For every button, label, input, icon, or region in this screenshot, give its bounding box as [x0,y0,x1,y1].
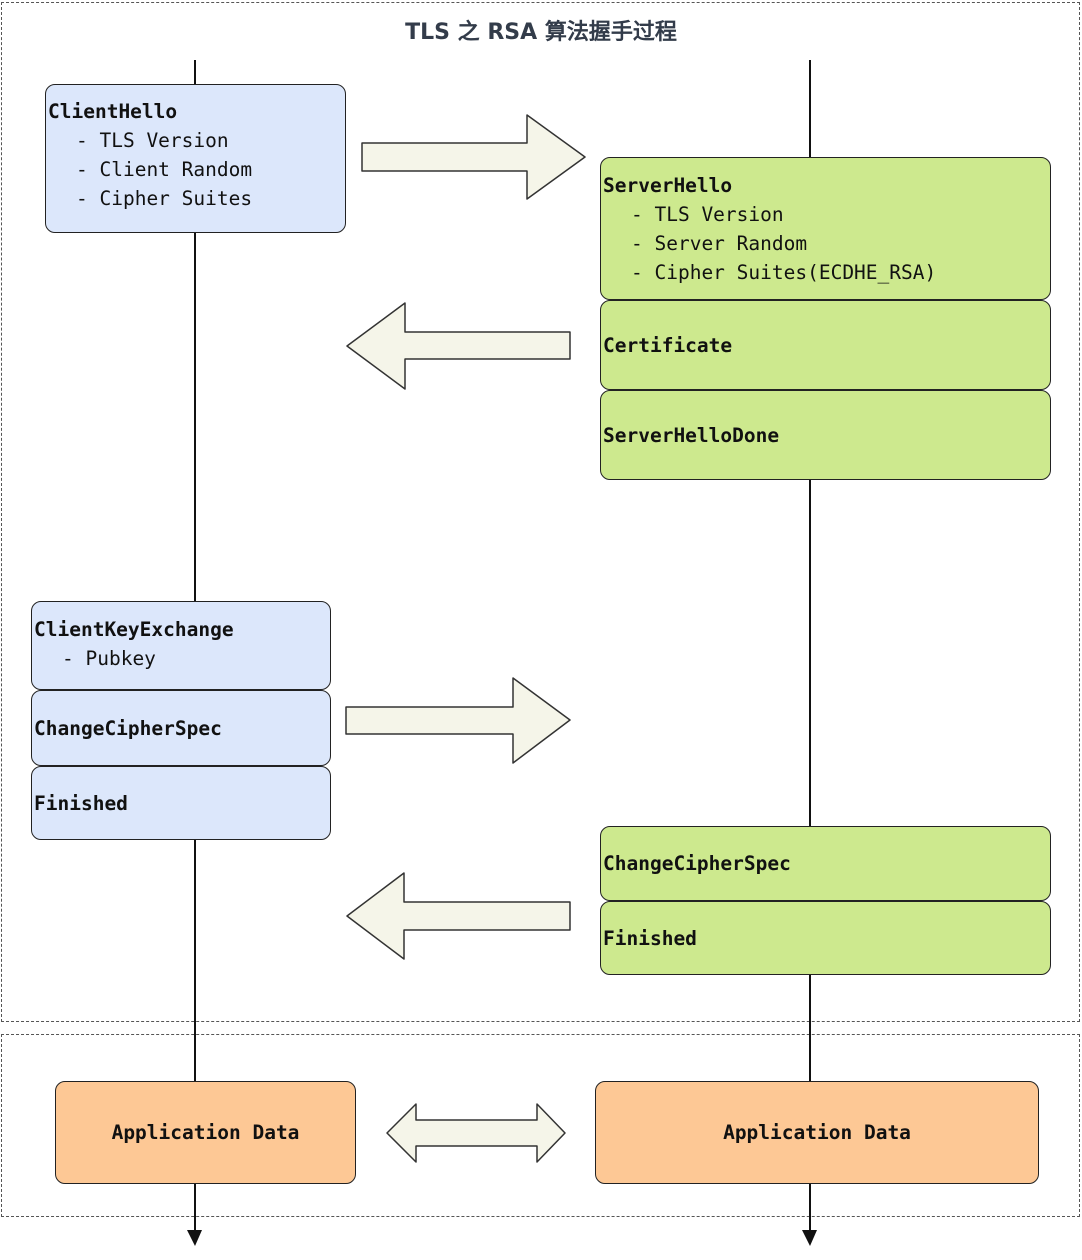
server-hello-box: ServerHello - TLS Version - Server Rando… [600,157,1051,300]
server-lifeline-arrowhead [802,1230,817,1246]
server-hello-done-box: ServerHelloDone [600,390,1051,480]
server-finished-label: Finished [603,926,697,950]
client-hello-item-cipher-suites: - Cipher Suites [76,187,253,210]
server-hello-item-tls-version: - TLS Version [631,203,784,226]
application-data-frame [1,1034,1080,1217]
certificate-label: Certificate [603,333,733,357]
client-change-cipher-spec-label: ChangeCipherSpec [34,716,222,740]
server-lifeline [809,60,811,1238]
handshake-frame [1,2,1080,1022]
client-key-exchange-title: ClientKeyExchange [34,618,234,641]
arrow-server-hello-left [346,302,571,390]
arrow-app-data-bidirectional [386,1103,566,1163]
client-hello-item-client-random: - Client Random [76,158,253,181]
client-hello-title: ClientHello [48,100,178,123]
arrow-server-finished-left [346,872,571,960]
server-hello-item-server-random: - Server Random [631,232,808,255]
server-change-cipher-spec-label: ChangeCipherSpec [603,852,791,875]
arrow-client-key-exchange-right [345,677,571,764]
server-hello-title: ServerHello [603,174,733,197]
certificate-box: Certificate [600,300,1051,390]
client-application-data-label: Application Data [111,1121,300,1144]
client-application-data-box: Application Data [55,1081,356,1184]
client-hello-item-tls-version: - TLS Version [76,129,229,152]
server-application-data-label: Application Data [723,1121,911,1144]
diagram-title: TLS 之 RSA 算法握手过程 [405,20,677,45]
client-hello-box: ClientHello - TLS Version - Client Rando… [45,84,346,233]
arrow-client-hello-right [361,114,586,200]
server-application-data-box: Application Data [595,1081,1039,1184]
server-change-cipher-spec-box: ChangeCipherSpec [600,826,1051,901]
client-key-exchange-item-pubkey: - Pubkey [62,647,156,670]
server-finished-box: Finished [600,901,1051,975]
client-finished-box: Finished [31,766,331,840]
server-hello-item-cipher-suites: - Cipher Suites(ECDHE_RSA) [631,261,937,284]
client-lifeline-arrowhead [187,1230,202,1246]
server-hello-done-label: ServerHelloDone [603,423,780,447]
client-key-exchange-box: ClientKeyExchange - Pubkey [31,601,331,690]
client-finished-label: Finished [34,791,128,815]
client-change-cipher-spec-box: ChangeCipherSpec [31,690,331,766]
